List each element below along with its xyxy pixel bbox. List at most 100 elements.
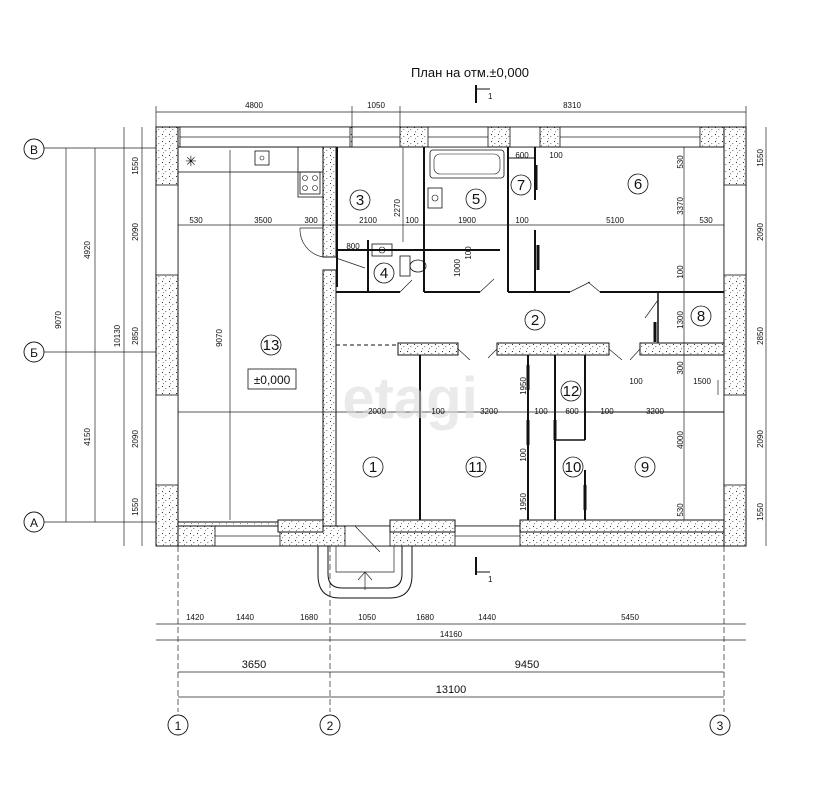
interior-dimension-label: 100 xyxy=(600,407,614,416)
svg-text:2850: 2850 xyxy=(756,327,765,345)
svg-text:А: А xyxy=(30,516,38,530)
room-12: 12 xyxy=(560,380,582,402)
interior-dimension-label: 530 xyxy=(676,155,685,169)
svg-text:4800: 4800 xyxy=(245,101,263,110)
dimension-left: 9070 4920 4150 10130 1550 2090 2850 2090… xyxy=(40,127,156,546)
interior-dimension-label: 100 xyxy=(519,448,528,462)
interior-dimension-label: 100 xyxy=(431,407,445,416)
interior-dimension-label: 100 xyxy=(534,407,548,416)
porch xyxy=(317,546,413,599)
room-6: 6 xyxy=(627,173,649,195)
interior-dimension-label: 100 xyxy=(515,216,529,225)
svg-text:4150: 4150 xyxy=(83,428,92,446)
interior-dimension-label: 600 xyxy=(565,407,579,416)
interior-dimension-label: 530 xyxy=(189,216,203,225)
interior-dimension-label: 1900 xyxy=(458,216,476,225)
toilet-icon xyxy=(399,255,427,277)
room-9: 9 xyxy=(634,456,656,478)
room-5: 5 xyxy=(465,188,487,210)
plan-title: План на отм.±0,000 xyxy=(411,65,529,80)
svg-text:5450: 5450 xyxy=(621,613,639,622)
interior-dimension-label: 300 xyxy=(304,216,318,225)
interior-dimension-label: 100 xyxy=(629,377,643,386)
axis-bubble-v: В xyxy=(23,138,45,160)
level-mark: ±0,000 xyxy=(247,368,297,390)
interior-dimension-label: 1950 xyxy=(519,377,528,395)
svg-text:10130: 10130 xyxy=(113,324,122,347)
svg-text:11: 11 xyxy=(468,459,484,476)
svg-text:14160: 14160 xyxy=(440,630,463,639)
interior-dimension-label: 100 xyxy=(464,246,473,260)
sink-icon xyxy=(254,150,270,166)
fixtures: ✳ xyxy=(177,146,657,510)
interior-dimension-label: 3500 xyxy=(254,216,272,225)
interior-dimension-label: 100 xyxy=(676,265,685,279)
room-10: 10 xyxy=(562,456,584,478)
svg-text:1420: 1420 xyxy=(186,613,204,622)
dimension-right: 1550 2090 2850 2090 1550 xyxy=(756,127,767,546)
svg-text:8310: 8310 xyxy=(563,101,581,110)
svg-text:8: 8 xyxy=(697,308,705,325)
svg-text:1550: 1550 xyxy=(756,503,765,521)
internal-dimension-lines xyxy=(178,147,724,520)
svg-text:1680: 1680 xyxy=(300,613,318,622)
axis-bubble-2: 2 xyxy=(319,714,341,736)
interior-dimension-label: 3370 xyxy=(676,197,685,215)
interior-dimension-label: 2100 xyxy=(359,216,377,225)
room-3: 3 xyxy=(349,189,371,211)
svg-text:2850: 2850 xyxy=(131,327,140,345)
svg-text:6: 6 xyxy=(634,176,642,193)
watermark: etagi xyxy=(342,366,477,431)
svg-text:9: 9 xyxy=(641,459,649,476)
section-marker-bottom: 1 xyxy=(475,557,493,584)
svg-text:1440: 1440 xyxy=(478,613,496,622)
svg-text:9450: 9450 xyxy=(515,659,539,671)
room-labels: 13 3 5 7 6 4 2 8 12 1 11 10 9 xyxy=(260,173,712,478)
room-13: 13 xyxy=(260,334,282,356)
sink-icon xyxy=(427,187,443,209)
room-2: 2 xyxy=(524,309,546,331)
room-8: 8 xyxy=(690,305,712,327)
svg-text:В: В xyxy=(30,143,38,157)
outer-walls xyxy=(155,126,747,547)
svg-text:2: 2 xyxy=(327,719,334,733)
interior-dimension-label: 300 xyxy=(676,361,685,375)
svg-text:5: 5 xyxy=(472,191,480,208)
svg-text:1550: 1550 xyxy=(131,498,140,516)
interior-dimension-label: 100 xyxy=(405,216,419,225)
axis-bubble-3: 3 xyxy=(709,714,731,736)
interior-dimension-label: 1950 xyxy=(519,493,528,511)
interior-dimension-label: 1300 xyxy=(676,311,685,329)
svg-text:7: 7 xyxy=(517,177,525,194)
doors xyxy=(299,227,659,553)
bathtub-icon xyxy=(429,149,505,179)
svg-text:1550: 1550 xyxy=(756,149,765,167)
svg-text:3: 3 xyxy=(356,192,364,209)
room-4: 4 xyxy=(373,262,395,284)
svg-text:2090: 2090 xyxy=(131,430,140,448)
interior-dimension-label: 530 xyxy=(699,216,713,225)
svg-text:1550: 1550 xyxy=(131,157,140,175)
interior-dimension-label: 5100 xyxy=(606,216,624,225)
svg-text:3: 3 xyxy=(717,719,724,733)
svg-text:Б: Б xyxy=(30,346,38,360)
svg-text:±0,000: ±0,000 xyxy=(254,373,291,387)
svg-text:4: 4 xyxy=(380,265,388,282)
interior-dimension-label: 9070 xyxy=(215,329,224,347)
sink-icon xyxy=(371,243,393,257)
dimension-top: 4800 1050 8310 xyxy=(155,101,747,127)
interior-dimension-label: 2000 xyxy=(368,407,386,416)
room-7: 7 xyxy=(510,174,532,196)
svg-text:1050: 1050 xyxy=(358,613,376,622)
svg-text:4920: 4920 xyxy=(83,241,92,259)
svg-text:13100: 13100 xyxy=(436,684,467,696)
room-11: 11 xyxy=(465,456,487,478)
svg-text:12: 12 xyxy=(563,383,580,400)
svg-text:3650: 3650 xyxy=(242,659,266,671)
svg-text:2: 2 xyxy=(531,312,539,329)
svg-text:1050: 1050 xyxy=(367,101,385,110)
axis-bubble-1: 1 xyxy=(167,714,189,736)
interior-dimension-label: 2270 xyxy=(393,199,402,217)
